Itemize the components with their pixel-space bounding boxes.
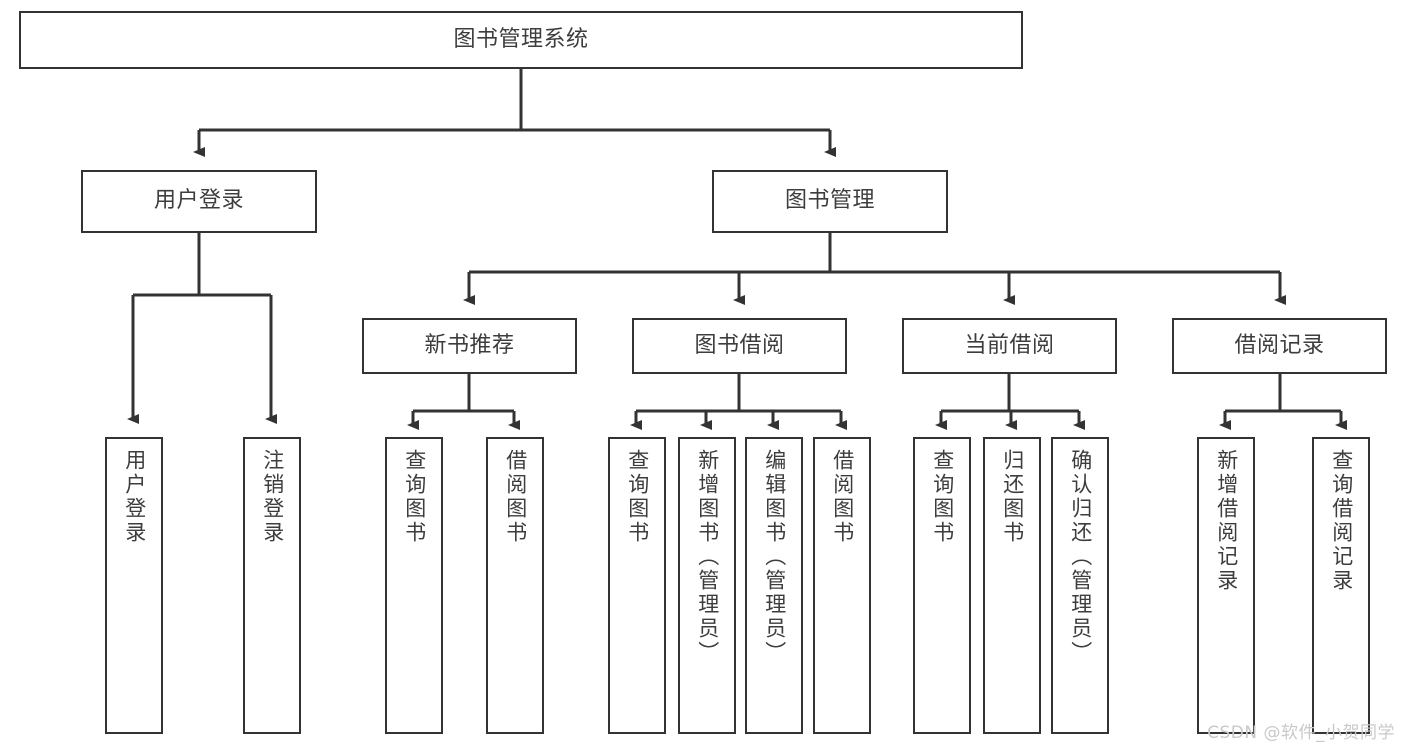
leaf-current-borrow-3-label: 确认归还（管理员） — [1068, 449, 1093, 665]
leaf-user-login-1-label: 用户登录 — [122, 449, 147, 545]
leaf-new-book-1-label: 查询图书 — [402, 449, 427, 545]
leaf-new-book-2-label: 借阅图书 — [503, 449, 528, 545]
csdn-watermark: CSDN @软件_小贺同学 — [1207, 723, 1395, 743]
leaf-book-borrow-3[interactable]: 编辑图书（管理员） — [745, 437, 803, 734]
leaf-borrow-record-1[interactable]: 新增借阅记录 — [1197, 437, 1255, 734]
leaf-user-login-1[interactable]: 用户登录 — [105, 437, 163, 734]
node-user-login[interactable]: 用户登录 — [81, 170, 317, 233]
leaf-borrow-record-2[interactable]: 查询借阅记录 — [1312, 437, 1370, 734]
node-book-management-label: 图书管理 — [784, 188, 875, 214]
node-borrow-record-label: 借阅记录 — [1234, 332, 1325, 358]
leaf-current-borrow-2[interactable]: 归还图书 — [983, 437, 1041, 734]
node-root-label: 图书管理系统 — [453, 26, 589, 52]
node-new-book-recommend-label: 新书推荐 — [424, 332, 515, 358]
node-book-borrow-label: 图书借阅 — [694, 332, 785, 358]
leaf-user-login-2-label: 注销登录 — [260, 449, 285, 545]
leaf-current-borrow-2-label: 归还图书 — [1000, 449, 1025, 545]
leaf-book-borrow-1[interactable]: 查询图书 — [608, 437, 666, 734]
node-book-management[interactable]: 图书管理 — [712, 170, 948, 233]
node-borrow-record[interactable]: 借阅记录 — [1172, 318, 1387, 374]
leaf-current-borrow-1-label: 查询图书 — [930, 449, 955, 545]
node-current-borrow[interactable]: 当前借阅 — [902, 318, 1117, 374]
leaf-new-book-2[interactable]: 借阅图书 — [486, 437, 544, 734]
leaf-current-borrow-3[interactable]: 确认归还（管理员） — [1051, 437, 1109, 734]
leaf-user-login-2[interactable]: 注销登录 — [243, 437, 301, 734]
leaf-book-borrow-3-label: 编辑图书（管理员） — [762, 449, 787, 665]
leaf-book-borrow-2[interactable]: 新增图书（管理员） — [678, 437, 736, 734]
node-user-login-label: 用户登录 — [153, 188, 244, 214]
leaf-book-borrow-4[interactable]: 借阅图书 — [813, 437, 871, 734]
node-book-borrow[interactable]: 图书借阅 — [632, 318, 847, 374]
leaf-book-borrow-1-label: 查询图书 — [625, 449, 650, 545]
node-new-book-recommend[interactable]: 新书推荐 — [362, 318, 577, 374]
leaf-book-borrow-2-label: 新增图书（管理员） — [695, 449, 720, 665]
node-root[interactable]: 图书管理系统 — [19, 11, 1023, 69]
leaf-borrow-record-1-label: 新增借阅记录 — [1214, 449, 1239, 593]
leaf-current-borrow-1[interactable]: 查询图书 — [913, 437, 971, 734]
leaf-new-book-1[interactable]: 查询图书 — [385, 437, 443, 734]
leaf-borrow-record-2-label: 查询借阅记录 — [1329, 449, 1354, 593]
node-current-borrow-label: 当前借阅 — [964, 332, 1055, 358]
leaf-book-borrow-4-label: 借阅图书 — [830, 449, 855, 545]
